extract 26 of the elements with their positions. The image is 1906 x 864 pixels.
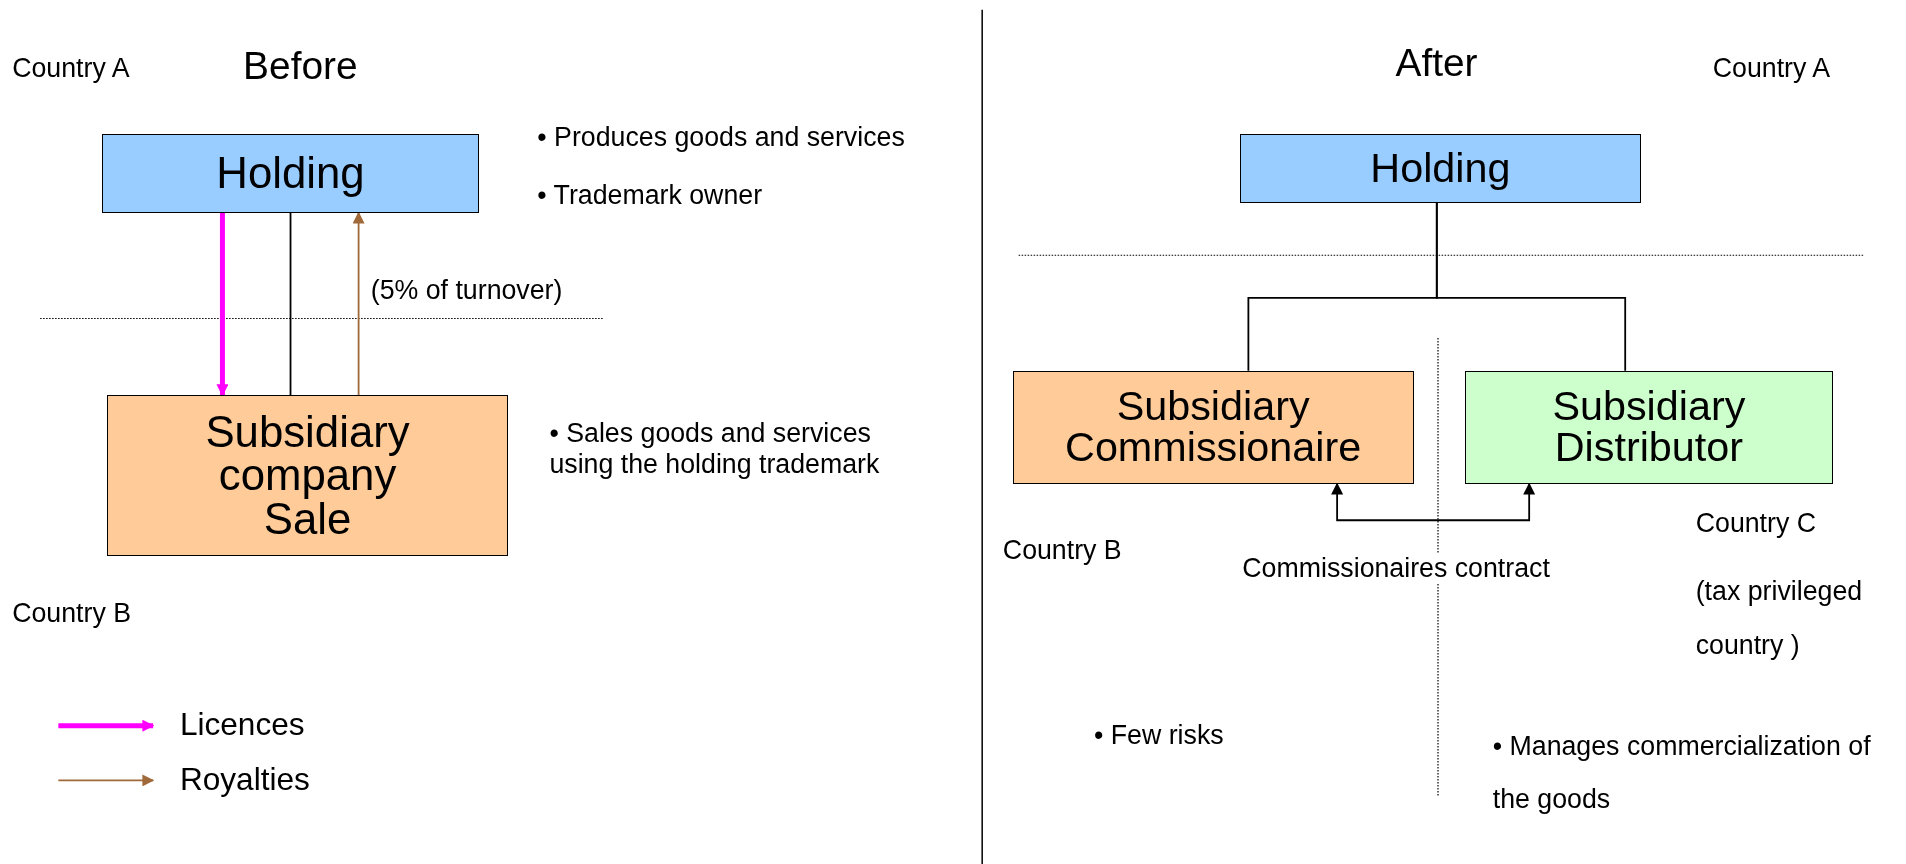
bullet-note: • Few risks bbox=[1094, 719, 1224, 751]
arrow bbox=[1331, 482, 1536, 522]
section-heading: Before bbox=[243, 43, 358, 89]
legend-label: Royalties bbox=[179, 760, 310, 798]
entity-box: Subsidiary Distributor bbox=[1464, 370, 1834, 484]
bullet-note: • Sales goods and services using the holding trademark bbox=[549, 418, 881, 480]
country-label: Country A bbox=[1712, 53, 1831, 85]
country-label: Country A bbox=[12, 53, 130, 85]
entity-box: Holding bbox=[102, 133, 479, 213]
country-label: Country B bbox=[1002, 534, 1122, 566]
entity-box: Holding bbox=[1239, 133, 1641, 203]
edge-label: Commissionaires contract bbox=[1242, 553, 1550, 584]
section-heading: After bbox=[1395, 41, 1478, 87]
note-text: (tax privileged country ) bbox=[1695, 575, 1864, 662]
arrow bbox=[216, 212, 229, 397]
entity-box: Subsidiary Commissionaire bbox=[1012, 370, 1414, 484]
entity-box: Subsidiary company Sale bbox=[106, 395, 509, 556]
bullet-note: • Trademark owner bbox=[537, 179, 763, 211]
bullet-note: • Manages commercialization of the goods bbox=[1492, 729, 1872, 817]
legend-label: Licences bbox=[179, 706, 305, 743]
bullet-note: • Produces goods and services bbox=[537, 121, 905, 153]
connector-line bbox=[289, 211, 292, 396]
country-label: Country B bbox=[12, 598, 131, 629]
connector-line bbox=[1435, 202, 1627, 372]
country-label: Country C bbox=[1695, 508, 1817, 539]
arrow bbox=[352, 211, 365, 396]
